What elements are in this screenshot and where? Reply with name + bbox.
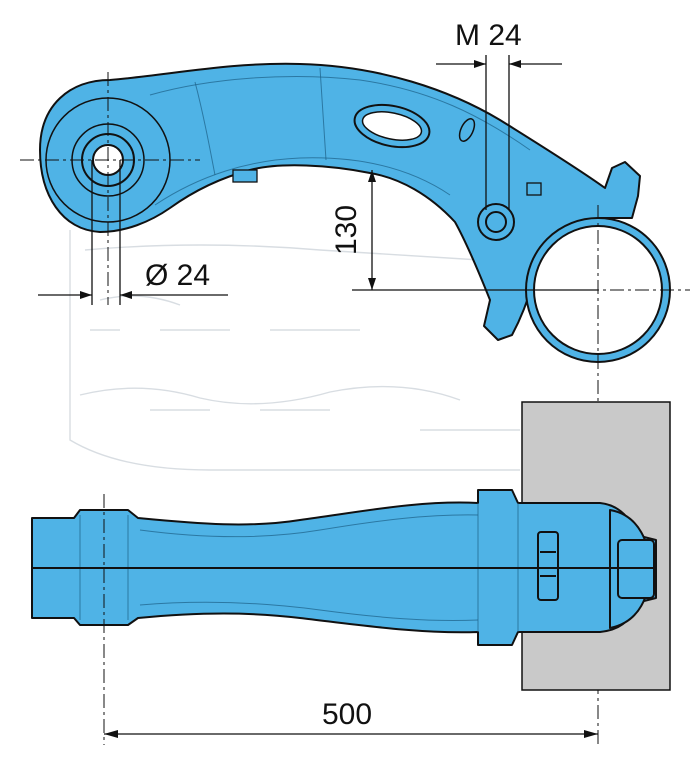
watermark-sketch: [69, 230, 520, 471]
bore-label: Ø 24: [145, 259, 210, 292]
arm-body-top: [39, 62, 641, 341]
length-label: 500: [322, 698, 372, 731]
side-view: [31, 401, 671, 691]
offset-dimension: 130: [330, 170, 598, 291]
length-dimension: 500: [104, 698, 598, 738]
offset-label: 130: [330, 205, 363, 255]
bore-dimension: Ø 24: [38, 160, 228, 305]
thread-label: M 24: [455, 19, 522, 52]
thread-dimension: M 24: [436, 19, 562, 210]
